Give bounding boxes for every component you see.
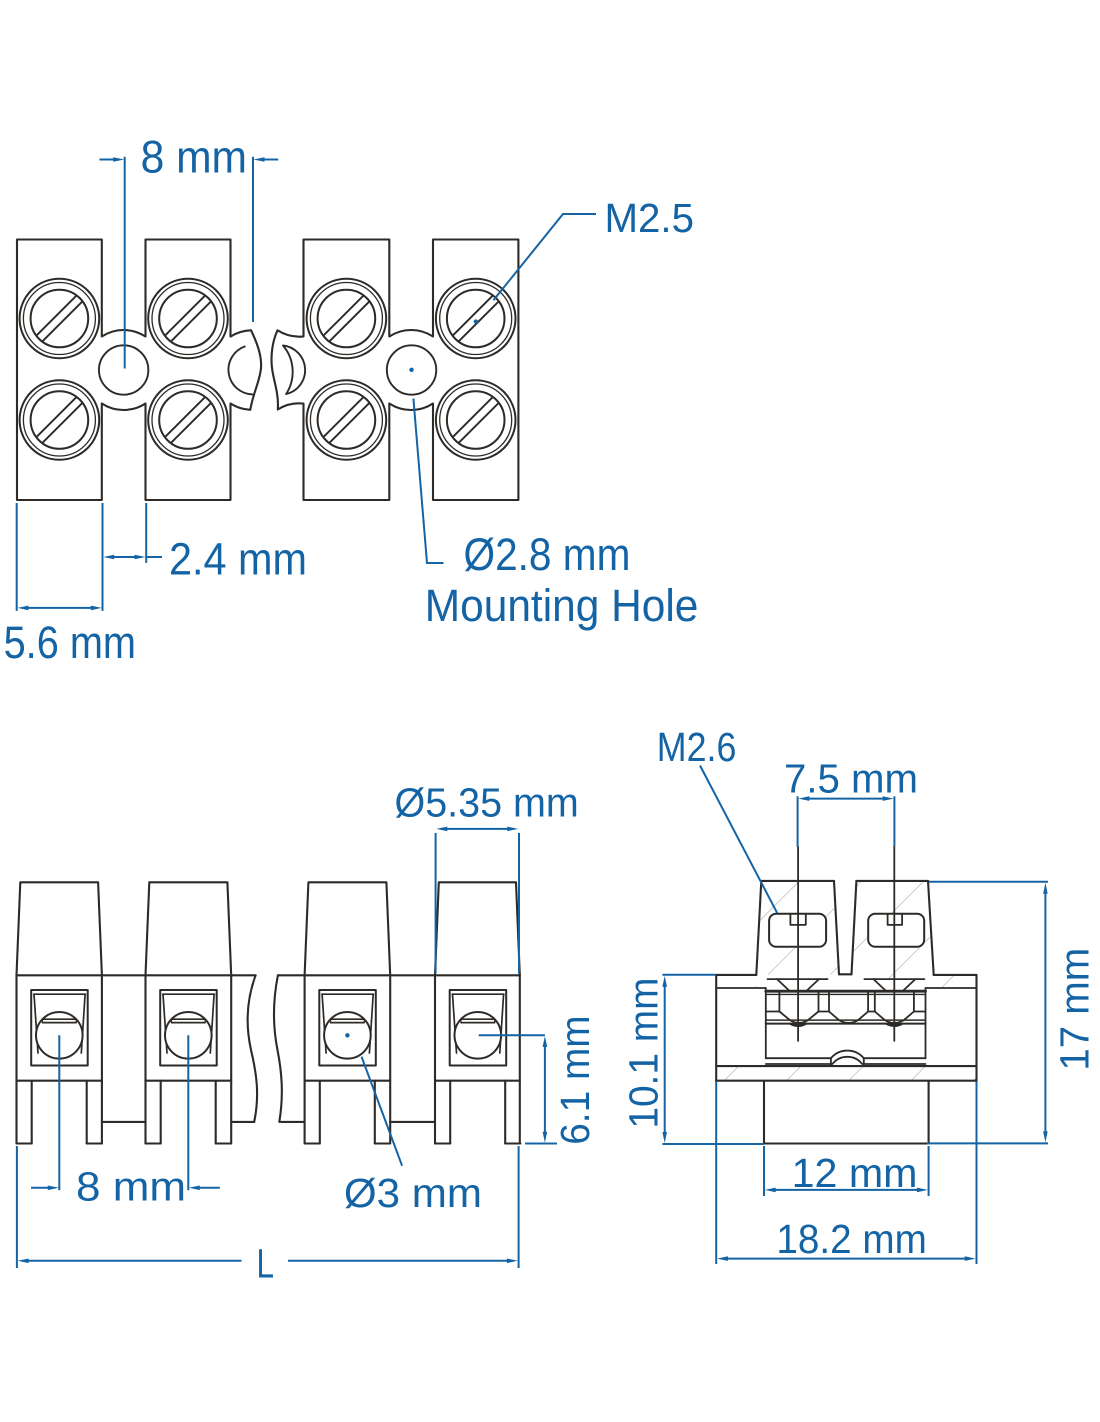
svg-text:17 mm: 17 mm xyxy=(1051,948,1097,1071)
svg-text:12 mm: 12 mm xyxy=(792,1150,918,1196)
svg-text:M2.6: M2.6 xyxy=(657,724,737,770)
svg-text:L: L xyxy=(257,1241,275,1287)
svg-text:5.6 mm: 5.6 mm xyxy=(4,617,136,668)
svg-text:8 mm: 8 mm xyxy=(141,131,247,182)
svg-text:7.5 mm: 7.5 mm xyxy=(784,756,918,802)
svg-text:18.2 mm: 18.2 mm xyxy=(776,1216,927,1262)
svg-text:Mounting Hole: Mounting Hole xyxy=(425,580,699,631)
svg-text:10.1 mm: 10.1 mm xyxy=(621,978,667,1129)
svg-text:8 mm: 8 mm xyxy=(76,1164,186,1210)
svg-text:Ø5.35 mm: Ø5.35 mm xyxy=(395,780,579,826)
svg-text:2.4 mm: 2.4 mm xyxy=(169,534,307,585)
svg-text:M2.5: M2.5 xyxy=(605,195,695,241)
svg-text:Ø3 mm: Ø3 mm xyxy=(344,1170,482,1216)
svg-text:Ø2.8 mm: Ø2.8 mm xyxy=(464,529,631,580)
svg-text:6.1 mm: 6.1 mm xyxy=(552,1015,598,1144)
